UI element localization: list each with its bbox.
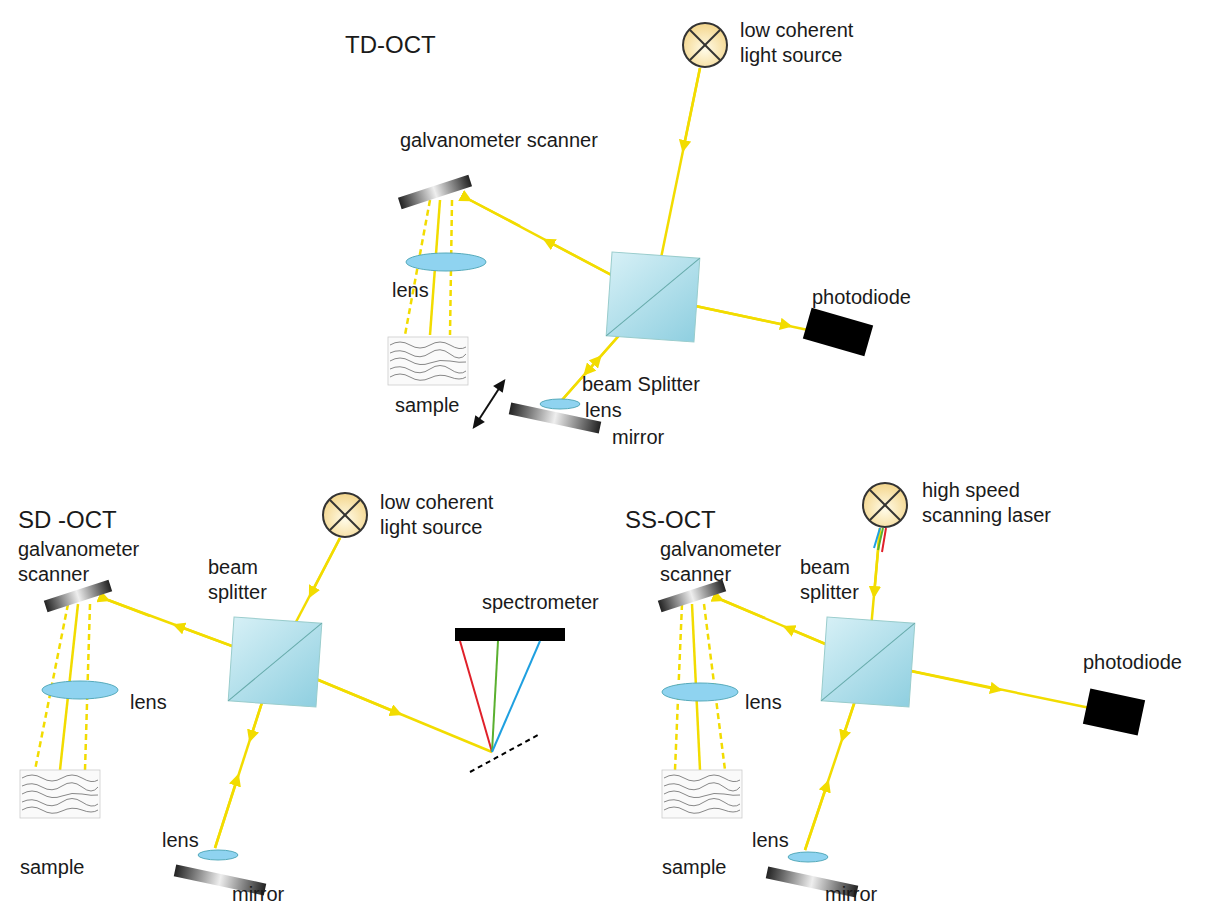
move-arrow bbox=[474, 381, 504, 427]
lens bbox=[662, 683, 738, 701]
beam-splitter-cube bbox=[228, 617, 322, 707]
spectrometer-detector bbox=[455, 628, 565, 641]
galvanometer-mirror bbox=[398, 175, 472, 209]
part-label: lens bbox=[162, 828, 199, 853]
section-title: SS-OCT bbox=[625, 505, 716, 535]
part-label: lens bbox=[745, 690, 782, 715]
part-label: lens bbox=[130, 690, 167, 715]
grating bbox=[470, 735, 538, 772]
lens bbox=[406, 253, 486, 271]
lens bbox=[198, 850, 238, 860]
part-label: galvanometer scanner bbox=[660, 537, 800, 587]
part-label: high speed scanning laser bbox=[922, 478, 1062, 528]
part-label: beam splitter bbox=[800, 555, 910, 605]
lens bbox=[540, 399, 580, 409]
photodiode bbox=[1083, 689, 1145, 736]
lens bbox=[42, 681, 118, 699]
part-label: lens bbox=[752, 828, 789, 853]
part-label: lens bbox=[585, 398, 622, 423]
part-label: mirror bbox=[232, 882, 284, 907]
part-label: beam Splitter bbox=[582, 372, 700, 397]
part-label: mirror bbox=[612, 425, 664, 450]
part-label: photodiode bbox=[1083, 650, 1182, 675]
section-title: SD -OCT bbox=[18, 505, 117, 535]
section-title: TD-OCT bbox=[345, 30, 436, 60]
photodiode bbox=[803, 308, 873, 356]
beam-splitter-cube bbox=[821, 617, 915, 707]
light-source bbox=[683, 23, 727, 67]
part-label: low coherent light source bbox=[380, 490, 510, 540]
part-label: sample bbox=[20, 855, 84, 880]
lens bbox=[788, 852, 828, 862]
part-label: sample bbox=[662, 855, 726, 880]
laser-source bbox=[863, 483, 907, 527]
part-label: galvanometer scanner bbox=[18, 537, 158, 587]
part-label: spectrometer bbox=[482, 590, 599, 615]
part-label: beam splitter bbox=[208, 555, 318, 605]
beam-splitter-cube bbox=[606, 252, 700, 342]
part-label: lens bbox=[392, 278, 429, 303]
light-source bbox=[323, 493, 367, 537]
part-label: low coherent light source bbox=[740, 18, 870, 68]
part-label: galvanometer scanner bbox=[400, 128, 598, 153]
part-label: mirror bbox=[825, 882, 877, 907]
part-label: sample bbox=[395, 393, 459, 418]
part-label: photodiode bbox=[812, 285, 911, 310]
